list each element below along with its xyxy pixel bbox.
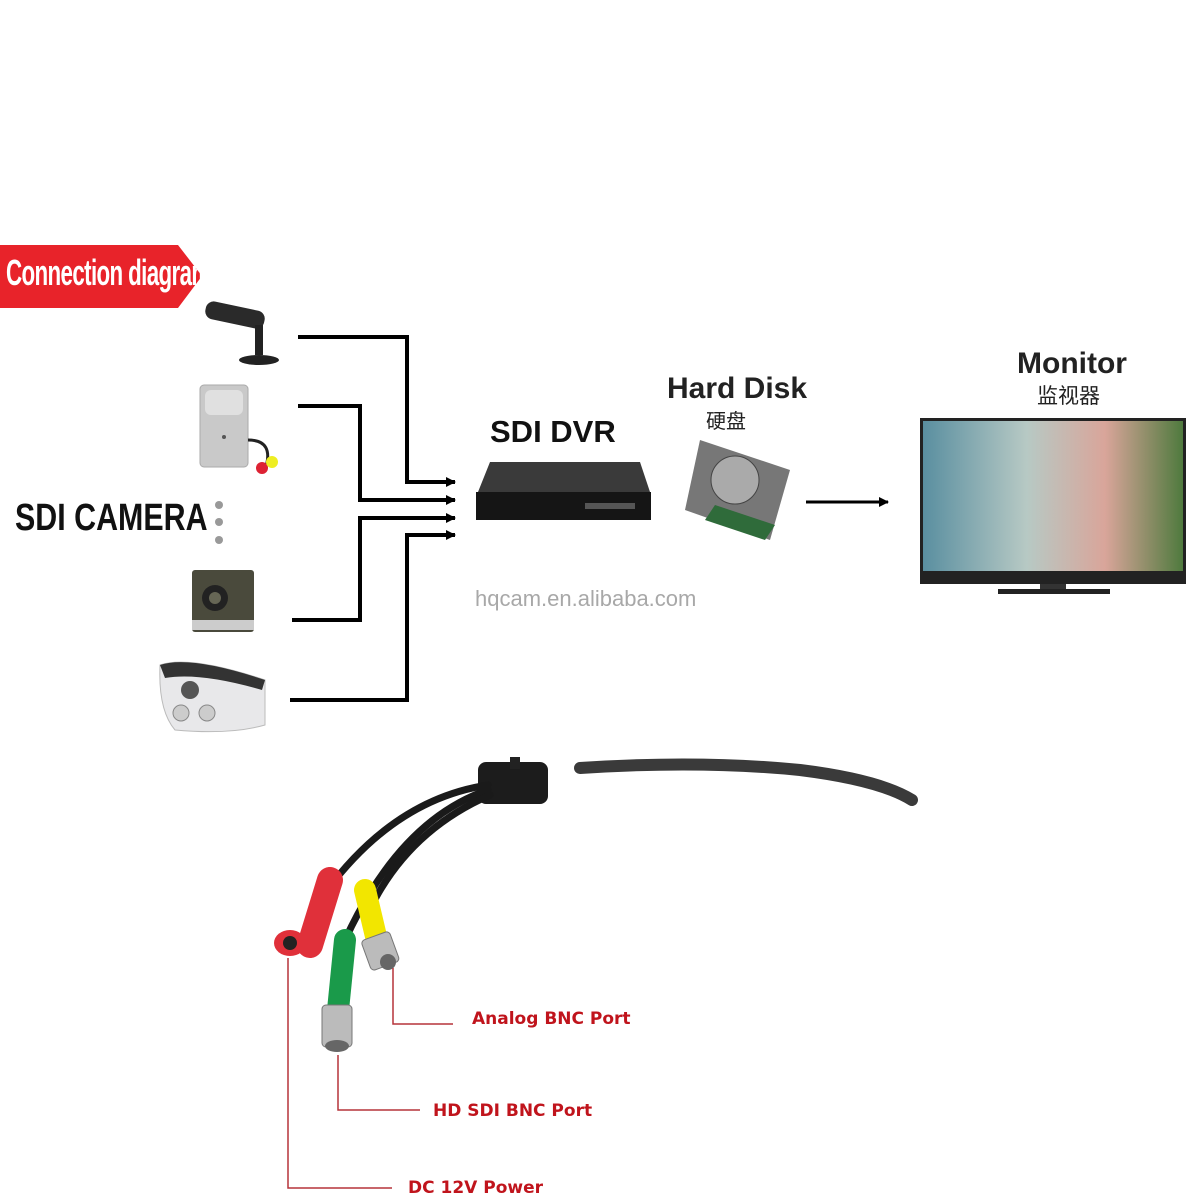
line-camera-1	[298, 335, 456, 487]
monitor-label: Monitor	[1017, 347, 1127, 380]
hard-disk-label-cn: 硬盘	[706, 411, 746, 433]
hd-sdi-bnc-connector-icon	[321, 1004, 353, 1052]
hard-disk-icon	[685, 440, 790, 540]
dvr-icon	[476, 462, 651, 520]
line-camera-2	[298, 404, 456, 505]
camera-dots	[215, 501, 223, 544]
banner-shape	[0, 245, 202, 308]
line-camera-3	[292, 513, 456, 622]
bullet-camera-icon	[205, 301, 279, 365]
camera-to-dvr-lines	[290, 335, 456, 702]
analog-bnc-port-label: Analog BNC Port	[472, 1009, 631, 1029]
analog-bnc-connector-icon	[361, 931, 400, 971]
sdi-dvr-label: SDI DVR	[490, 414, 616, 449]
dc-12v-power-label: DC 12V Power	[408, 1178, 543, 1198]
hard-disk-label: Hard Disk	[667, 372, 808, 405]
bullet-ir-camera-icon	[159, 661, 266, 733]
sdi-camera-label: SDI CAMERA	[15, 497, 208, 539]
monitor-label-cn: 监视器	[1037, 385, 1100, 408]
mini-box-camera-icon	[192, 570, 254, 632]
watermark: hqcam.en.alibaba.com	[475, 586, 697, 611]
dc-power-connector-icon	[274, 930, 306, 956]
pir-camera-icon	[199, 384, 278, 474]
line-camera-4	[290, 530, 456, 702]
banner-title: Connection diagram	[6, 252, 211, 293]
port-leader-lines	[287, 958, 453, 1189]
cable-splitter	[297, 757, 918, 1021]
monitor-icon	[920, 418, 1186, 594]
hd-sdi-bnc-port-label: HD SDI BNC Port	[433, 1101, 593, 1121]
